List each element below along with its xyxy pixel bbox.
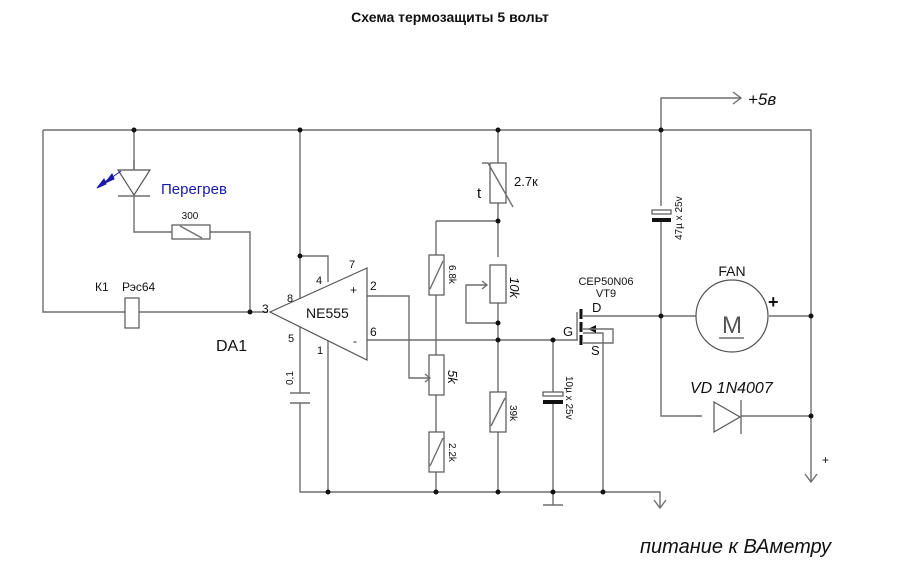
resistor-6-8k-label: 6.8k xyxy=(446,265,457,285)
led-diode xyxy=(116,160,152,197)
potentiometer-10k-label: 10k xyxy=(507,277,522,299)
resistor-6-8k xyxy=(428,254,445,296)
pin-7: 7 xyxy=(349,259,355,271)
ground-arrow-icon xyxy=(653,499,667,510)
output-plus: + xyxy=(822,453,829,467)
input-plus: + xyxy=(350,283,357,297)
capacitor-0-1 xyxy=(290,392,310,404)
thermistor-value: 2.7к xyxy=(514,174,538,189)
pin-2: 2 xyxy=(370,279,377,293)
resistor-39k xyxy=(489,391,507,433)
pin-1: 1 xyxy=(317,345,323,357)
ic-ref: DA1 xyxy=(216,338,247,355)
ic-name: NE555 xyxy=(306,305,349,321)
diode-label: VD 1N4007 xyxy=(690,380,774,397)
potentiometer-10k xyxy=(481,264,507,304)
input-minus: - xyxy=(353,334,357,348)
pin-4: 4 xyxy=(316,275,322,287)
fan-motor xyxy=(695,279,769,353)
led-label: Перегрев xyxy=(161,181,227,198)
mosfet xyxy=(576,309,614,345)
pin-8: 8 xyxy=(287,293,293,305)
fan-label: FAN xyxy=(718,263,745,279)
resistor-39k-label: 39k xyxy=(507,405,518,422)
capacitor-10u-label: 10µ x 25v xyxy=(563,376,574,420)
potentiometer-5k xyxy=(424,354,445,396)
footer-label: питание к ВАметру xyxy=(640,536,832,558)
mosfet-type: CEP50N06 xyxy=(578,276,633,288)
resistor-300 xyxy=(171,224,211,240)
resistor-300-label: 300 xyxy=(182,211,199,222)
mosfet-drain: D xyxy=(592,300,601,315)
supply-label: +5в xyxy=(748,90,776,109)
thermistor xyxy=(482,162,514,208)
pin-5: 5 xyxy=(288,333,294,345)
relay-type: Рэс64 xyxy=(122,280,156,294)
capacitor-47u-label: 47µ x 25v xyxy=(674,196,685,240)
capacitor-0-1-label: 0,1 xyxy=(285,371,296,385)
diagram-title: Схема термозащиты 5 вольт xyxy=(351,9,549,25)
motor-symbol: M xyxy=(722,312,742,339)
light-emission-icon xyxy=(96,170,122,189)
mosfet-gate: G xyxy=(563,324,573,339)
relay-ref: К1 xyxy=(95,280,109,294)
resistor-2-2k xyxy=(428,431,445,473)
junctions xyxy=(131,127,814,495)
capacitor-10u xyxy=(542,391,564,404)
ne555-chip xyxy=(268,267,368,361)
fan-plus: + xyxy=(768,292,779,312)
capacitor-47u xyxy=(651,209,672,222)
pin-3: 3 xyxy=(262,302,269,316)
mosfet-source: S xyxy=(591,343,600,358)
relay-coil xyxy=(124,297,140,329)
output-arrow-icon xyxy=(804,473,818,484)
diode-1n4007 xyxy=(713,400,742,434)
mosfet-ref: VT9 xyxy=(596,288,616,300)
resistor-2-2k-label: 2.2k xyxy=(446,443,457,463)
wires xyxy=(42,97,812,507)
supply-arrow-icon xyxy=(732,91,743,105)
pin-6: 6 xyxy=(370,325,377,339)
thermistor-symbol: t xyxy=(477,185,482,202)
potentiometer-5k-label: 5k xyxy=(445,370,460,385)
